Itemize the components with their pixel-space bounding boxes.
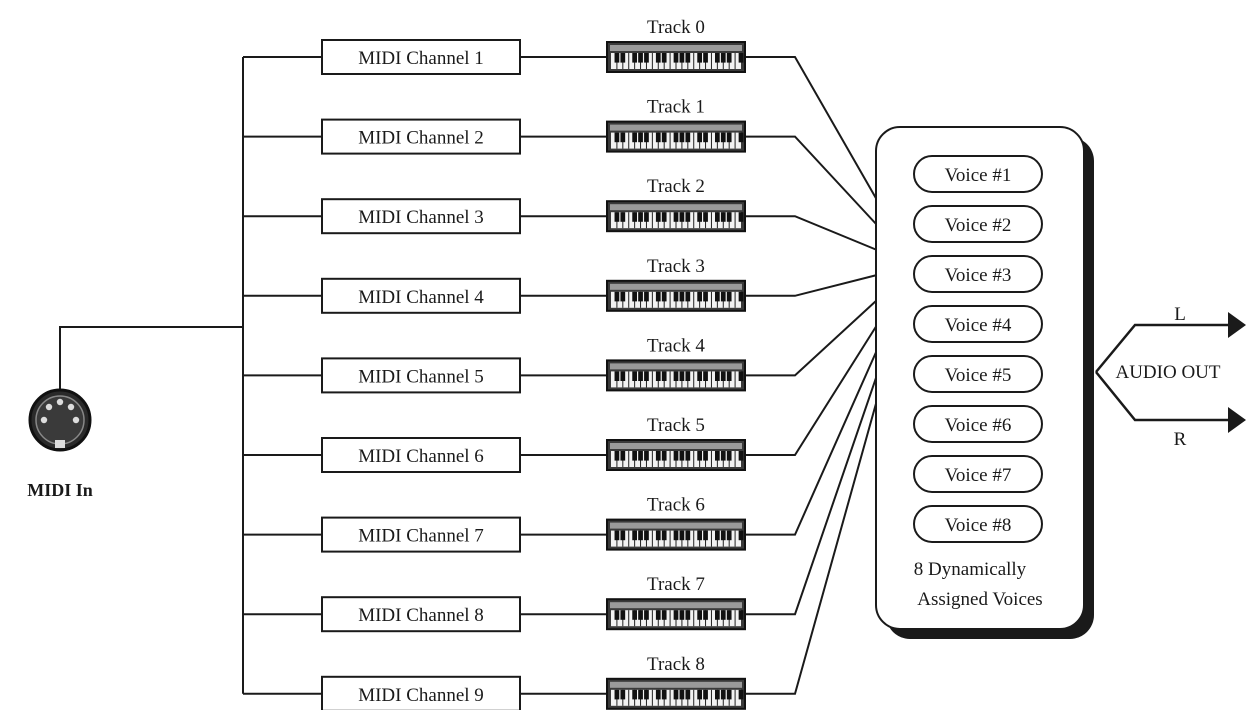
audio-out-label: AUDIO OUT <box>1115 362 1220 383</box>
midi-channel-label: MIDI Channel 3 <box>358 207 484 228</box>
track-to-voices-line <box>745 349 878 536</box>
midi-channel-box <box>321 39 521 75</box>
voice-slot: Voice #8 <box>913 505 1043 543</box>
channel-row: MIDI Channel 9 Track 8 <box>321 654 746 710</box>
track-to-voices-line <box>745 135 878 226</box>
track-label: Track 5 <box>647 415 705 436</box>
voice-label: Voice #3 <box>945 265 1012 286</box>
voice-label: Voice #2 <box>945 215 1012 236</box>
keyboard-icon <box>606 200 746 233</box>
midi-channel-label: MIDI Channel 4 <box>358 287 484 308</box>
voice-label: Voice #6 <box>945 415 1012 436</box>
audio-right-label: R <box>1174 429 1187 450</box>
track-label: Track 8 <box>647 654 705 675</box>
midi-channel-box <box>321 357 521 394</box>
track-to-voices-line <box>745 299 878 377</box>
keyboard-icon <box>606 439 746 471</box>
channel-row: MIDI Channel 5 Track 4 <box>321 335 746 394</box>
channel-row: MIDI Channel 2 Track 1 <box>321 97 746 155</box>
channel-row: MIDI Channel 6 Track 5 <box>321 415 746 473</box>
channel-row: MIDI Channel 4 Track 3 <box>321 256 746 314</box>
keyboard-icon <box>606 120 746 153</box>
channel-row: MIDI Channel 1 Track 0 <box>321 17 746 75</box>
midi-channel-box <box>321 277 521 314</box>
midi-channel-label: MIDI Channel 7 <box>358 526 484 547</box>
voice-slot: Voice #1 <box>913 155 1043 193</box>
track-to-voices-line <box>745 215 878 251</box>
voice-slot: Voice #4 <box>913 305 1043 343</box>
midi-channel-label: MIDI Channel 5 <box>358 366 484 387</box>
voice-slot: Voice #3 <box>913 255 1043 293</box>
voice-caption-line-1: 8 Dynamically <box>914 559 1027 580</box>
track-to-voices-line <box>745 399 878 695</box>
midi-channel-label: MIDI Channel 9 <box>358 685 484 706</box>
voice-slot: Voice #2 <box>913 205 1043 243</box>
track-label: Track 6 <box>647 495 705 516</box>
keyboard-icon <box>606 677 746 710</box>
midi-in-label: MIDI In <box>27 480 93 500</box>
voice-slot: Voice #7 <box>913 455 1043 493</box>
track-to-voices-line <box>745 56 878 201</box>
channel-rows: MIDI Channel 1 Track 0 MIDI Channel 2 Track… <box>321 17 746 710</box>
keyboard-icon <box>606 279 746 312</box>
connection-lines <box>59 56 878 695</box>
voice-label: Voice #8 <box>945 515 1012 536</box>
left-arrow-head-icon <box>1228 312 1246 338</box>
channel-row: MIDI Channel 7 Track 6 <box>321 495 746 553</box>
midi-channel-box <box>321 437 521 473</box>
voice-slot: Voice #5 <box>913 355 1043 393</box>
track-label: Track 0 <box>647 17 705 38</box>
midi-in-feed-line <box>59 326 243 390</box>
track-label: Track 1 <box>647 97 705 118</box>
track-to-voices-line <box>745 274 878 297</box>
voice-label: Voice #5 <box>945 365 1012 386</box>
keyboard-icon <box>606 359 746 392</box>
channel-row: MIDI Channel 3 Track 2 <box>321 176 746 235</box>
audio-left-label: L <box>1174 304 1186 325</box>
keyboard-icon <box>606 41 746 73</box>
keyboard-icon <box>606 598 746 631</box>
midi-channel-box <box>321 675 521 710</box>
midi-channel-label: MIDI Channel 6 <box>358 446 484 467</box>
voice-list: Voice #1 Voice #2 Voice #3 Voice #4 Voice #5… <box>913 155 1043 543</box>
midi-channel-box <box>321 118 521 155</box>
track-label: Track 4 <box>647 335 705 356</box>
right-arrow-head-icon <box>1228 407 1246 433</box>
voice-label: Voice #4 <box>945 315 1012 336</box>
midi-in-connector-icon <box>28 388 92 452</box>
voice-caption-line-2: Assigned Voices <box>917 589 1042 610</box>
audio-out-arrows <box>1095 323 1228 422</box>
midi-channel-box <box>321 596 521 633</box>
channel-row: MIDI Channel 8 Track 7 <box>321 574 746 633</box>
midi-channel-box <box>321 516 521 553</box>
midi-channel-label: MIDI Channel 8 <box>358 605 484 626</box>
voice-slot: Voice #6 <box>913 405 1043 443</box>
voice-label: Voice #1 <box>945 165 1012 186</box>
keyboard-icon <box>606 518 746 551</box>
track-label: Track 2 <box>647 176 705 197</box>
track-label: Track 3 <box>647 256 705 277</box>
track-label: Track 7 <box>647 574 705 595</box>
midi-channel-box <box>321 198 521 235</box>
midi-channel-label: MIDI Channel 2 <box>358 128 484 149</box>
track-to-voices-line <box>745 374 878 616</box>
track-to-voices-line <box>745 324 878 456</box>
voice-label: Voice #7 <box>945 465 1012 486</box>
midi-channel-label: MIDI Channel 1 <box>358 48 484 69</box>
